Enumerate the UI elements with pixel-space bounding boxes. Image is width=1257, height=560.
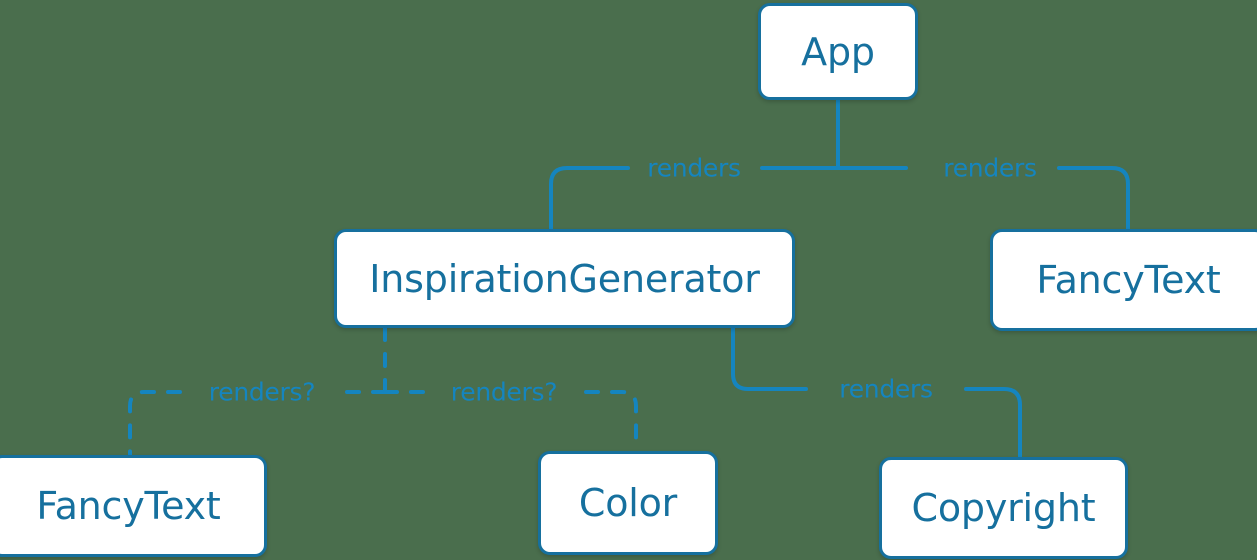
node-fancytext-left-label: FancyText <box>36 484 221 528</box>
edge-label-app-to-inspirationgenerator: renders <box>647 153 741 183</box>
node-fancytext-left[interactable]: FancyText <box>0 455 267 557</box>
node-copyright[interactable]: Copyright <box>879 457 1128 559</box>
node-color-label: Color <box>578 481 678 525</box>
edge-label-inspirationgenerator-to-copyright: renders <box>839 374 933 404</box>
edge-label-inspirationgenerator-to-color: renders? <box>450 377 558 407</box>
edge-inspirationgenerator-to-color <box>383 390 638 453</box>
edge-app-to-fancytext-right <box>836 166 1130 231</box>
node-inspirationgenerator-label: InspirationGenerator <box>369 256 760 301</box>
edge-app-to-inspirationgenerator <box>549 166 840 231</box>
edge-inspirationgenerator-to-fancytext-left <box>128 390 387 457</box>
edge-inspirationgenerator-to-copyright <box>731 326 1022 459</box>
node-fancytext-right[interactable]: FancyText <box>990 229 1257 331</box>
edge-label-inspirationgenerator-to-fancytext-left: renders? <box>208 377 316 407</box>
node-copyright-label: Copyright <box>911 486 1096 530</box>
node-inspirationgenerator[interactable]: InspirationGenerator <box>334 229 795 328</box>
node-app[interactable]: App <box>758 3 918 100</box>
node-app-label: App <box>801 29 875 74</box>
node-fancytext-right-label: FancyText <box>1036 258 1221 302</box>
node-color[interactable]: Color <box>538 451 718 555</box>
edge-label-app-to-fancytext-right: renders <box>943 153 1037 183</box>
